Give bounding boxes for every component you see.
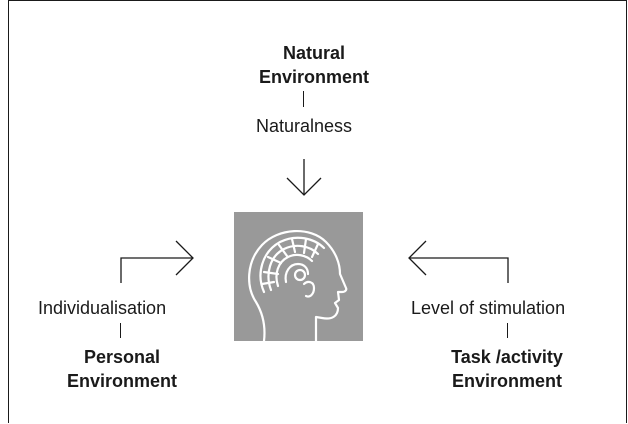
- natural-connector-tick: [303, 91, 304, 107]
- right-arrow-icon: [120, 240, 194, 283]
- task-heading-line1: Task /activity: [451, 347, 563, 367]
- down-arrow-icon: [286, 159, 322, 196]
- personal-heading-line1: Personal: [83, 347, 161, 367]
- diagram-frame: [8, 0, 627, 423]
- level-of-stimulation-label: Level of stimulation: [411, 298, 566, 318]
- human-head-brain-icon: [234, 212, 363, 343]
- individualisation-label: Individualisation: [38, 298, 167, 318]
- task-heading-line2: Environment: [451, 371, 562, 391]
- task-connector-tick: [507, 323, 508, 338]
- personal-connector-tick: [120, 323, 121, 338]
- personal-environment-heading: Personal Environment: [40, 345, 204, 393]
- natural-environment-heading: Natural Environment: [214, 41, 414, 89]
- task-activity-environment-heading: Task /activity Environment: [425, 345, 589, 393]
- natural-heading-line1: Natural: [282, 43, 345, 63]
- personal-heading-line2: Environment: [66, 371, 177, 391]
- natural-heading-line2: Environment: [258, 67, 369, 87]
- naturalness-label: Naturalness: [255, 116, 353, 136]
- left-arrow-icon: [408, 240, 509, 283]
